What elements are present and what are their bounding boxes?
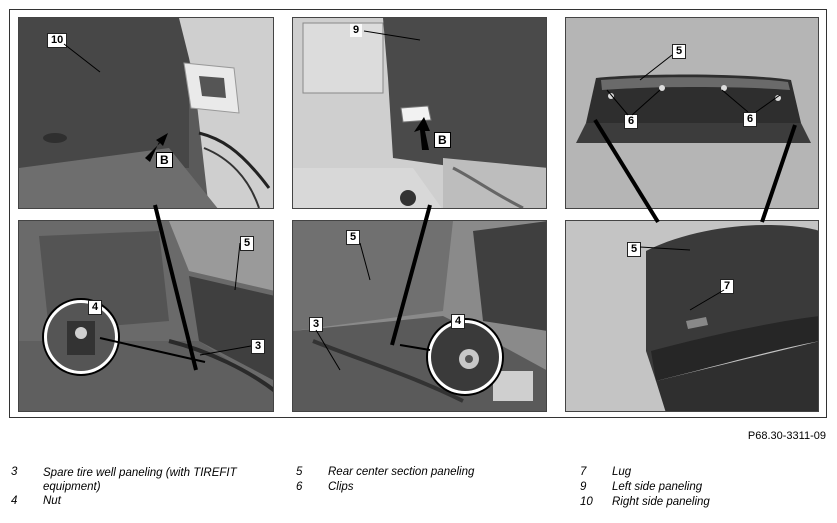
- legend-item: 9 Left side paneling: [580, 481, 820, 496]
- legend-item: 10 Right side paneling: [580, 496, 820, 511]
- legend-column-2: 5 Rear center section paneling 6 Clips: [296, 466, 556, 496]
- legend-item: 7 Lug: [580, 466, 820, 481]
- callout-rear-center-paneling: 5: [346, 230, 361, 245]
- callout-clips-right: 6: [743, 112, 758, 127]
- callout-b-marker: B: [434, 132, 451, 148]
- legend-number: 10: [580, 496, 593, 508]
- photo-spare-tire-well-left: [18, 220, 274, 412]
- callout-spare-tire-well-paneling: 3: [309, 317, 324, 332]
- legend-number: 5: [296, 466, 303, 478]
- drawing-lug-detail: [565, 220, 819, 412]
- legend-item: 6 Clips: [296, 481, 556, 496]
- callout-nut: 4: [451, 314, 466, 329]
- callout-rear-center-paneling: 5: [672, 44, 687, 59]
- legend-number: 7: [580, 466, 587, 478]
- legend-text: Nut: [43, 495, 61, 507]
- legend-text: Lug: [612, 466, 632, 478]
- callout-b-marker: B: [156, 152, 173, 168]
- legend-item: 4 Nut: [11, 495, 281, 510]
- figure-reference: P68.30-3311-09: [747, 430, 826, 442]
- legend-number: 6: [296, 481, 303, 493]
- legend-column-3: 7 Lug 9 Left side paneling 10 Right side…: [580, 466, 820, 511]
- legend-text: Rear center section paneling: [328, 466, 475, 478]
- legend-text: Spare tire well paneling (with TIREFIT e…: [43, 467, 237, 493]
- legend-text: Left side paneling: [612, 481, 703, 493]
- legend-number: 4: [11, 495, 18, 507]
- callout-rear-center-paneling: 5: [627, 242, 642, 257]
- legend-text: Clips: [328, 481, 354, 493]
- legend-item: 3 Spare tire well paneling (with TIREFIT…: [11, 466, 281, 495]
- legend-column-1: 3 Spare tire well paneling (with TIREFIT…: [11, 466, 281, 510]
- callout-nut: 4: [88, 300, 103, 315]
- legend-number: 9: [580, 481, 587, 493]
- photo-spare-tire-well-right: [292, 220, 547, 412]
- legend-text: Right side paneling: [612, 496, 710, 508]
- photo-left-side-paneling: [292, 17, 547, 209]
- legend-number: 3: [11, 466, 18, 478]
- callout-left-side-paneling: 9: [350, 24, 363, 37]
- legend-item: 5 Rear center section paneling: [296, 466, 556, 481]
- callout-rear-center-paneling: 5: [240, 236, 255, 251]
- photo-right-side-paneling: [18, 17, 274, 209]
- callout-clips-left: 6: [624, 114, 639, 129]
- callout-spare-tire-well-paneling: 3: [251, 339, 266, 354]
- callout-right-side-paneling: 10: [47, 33, 68, 48]
